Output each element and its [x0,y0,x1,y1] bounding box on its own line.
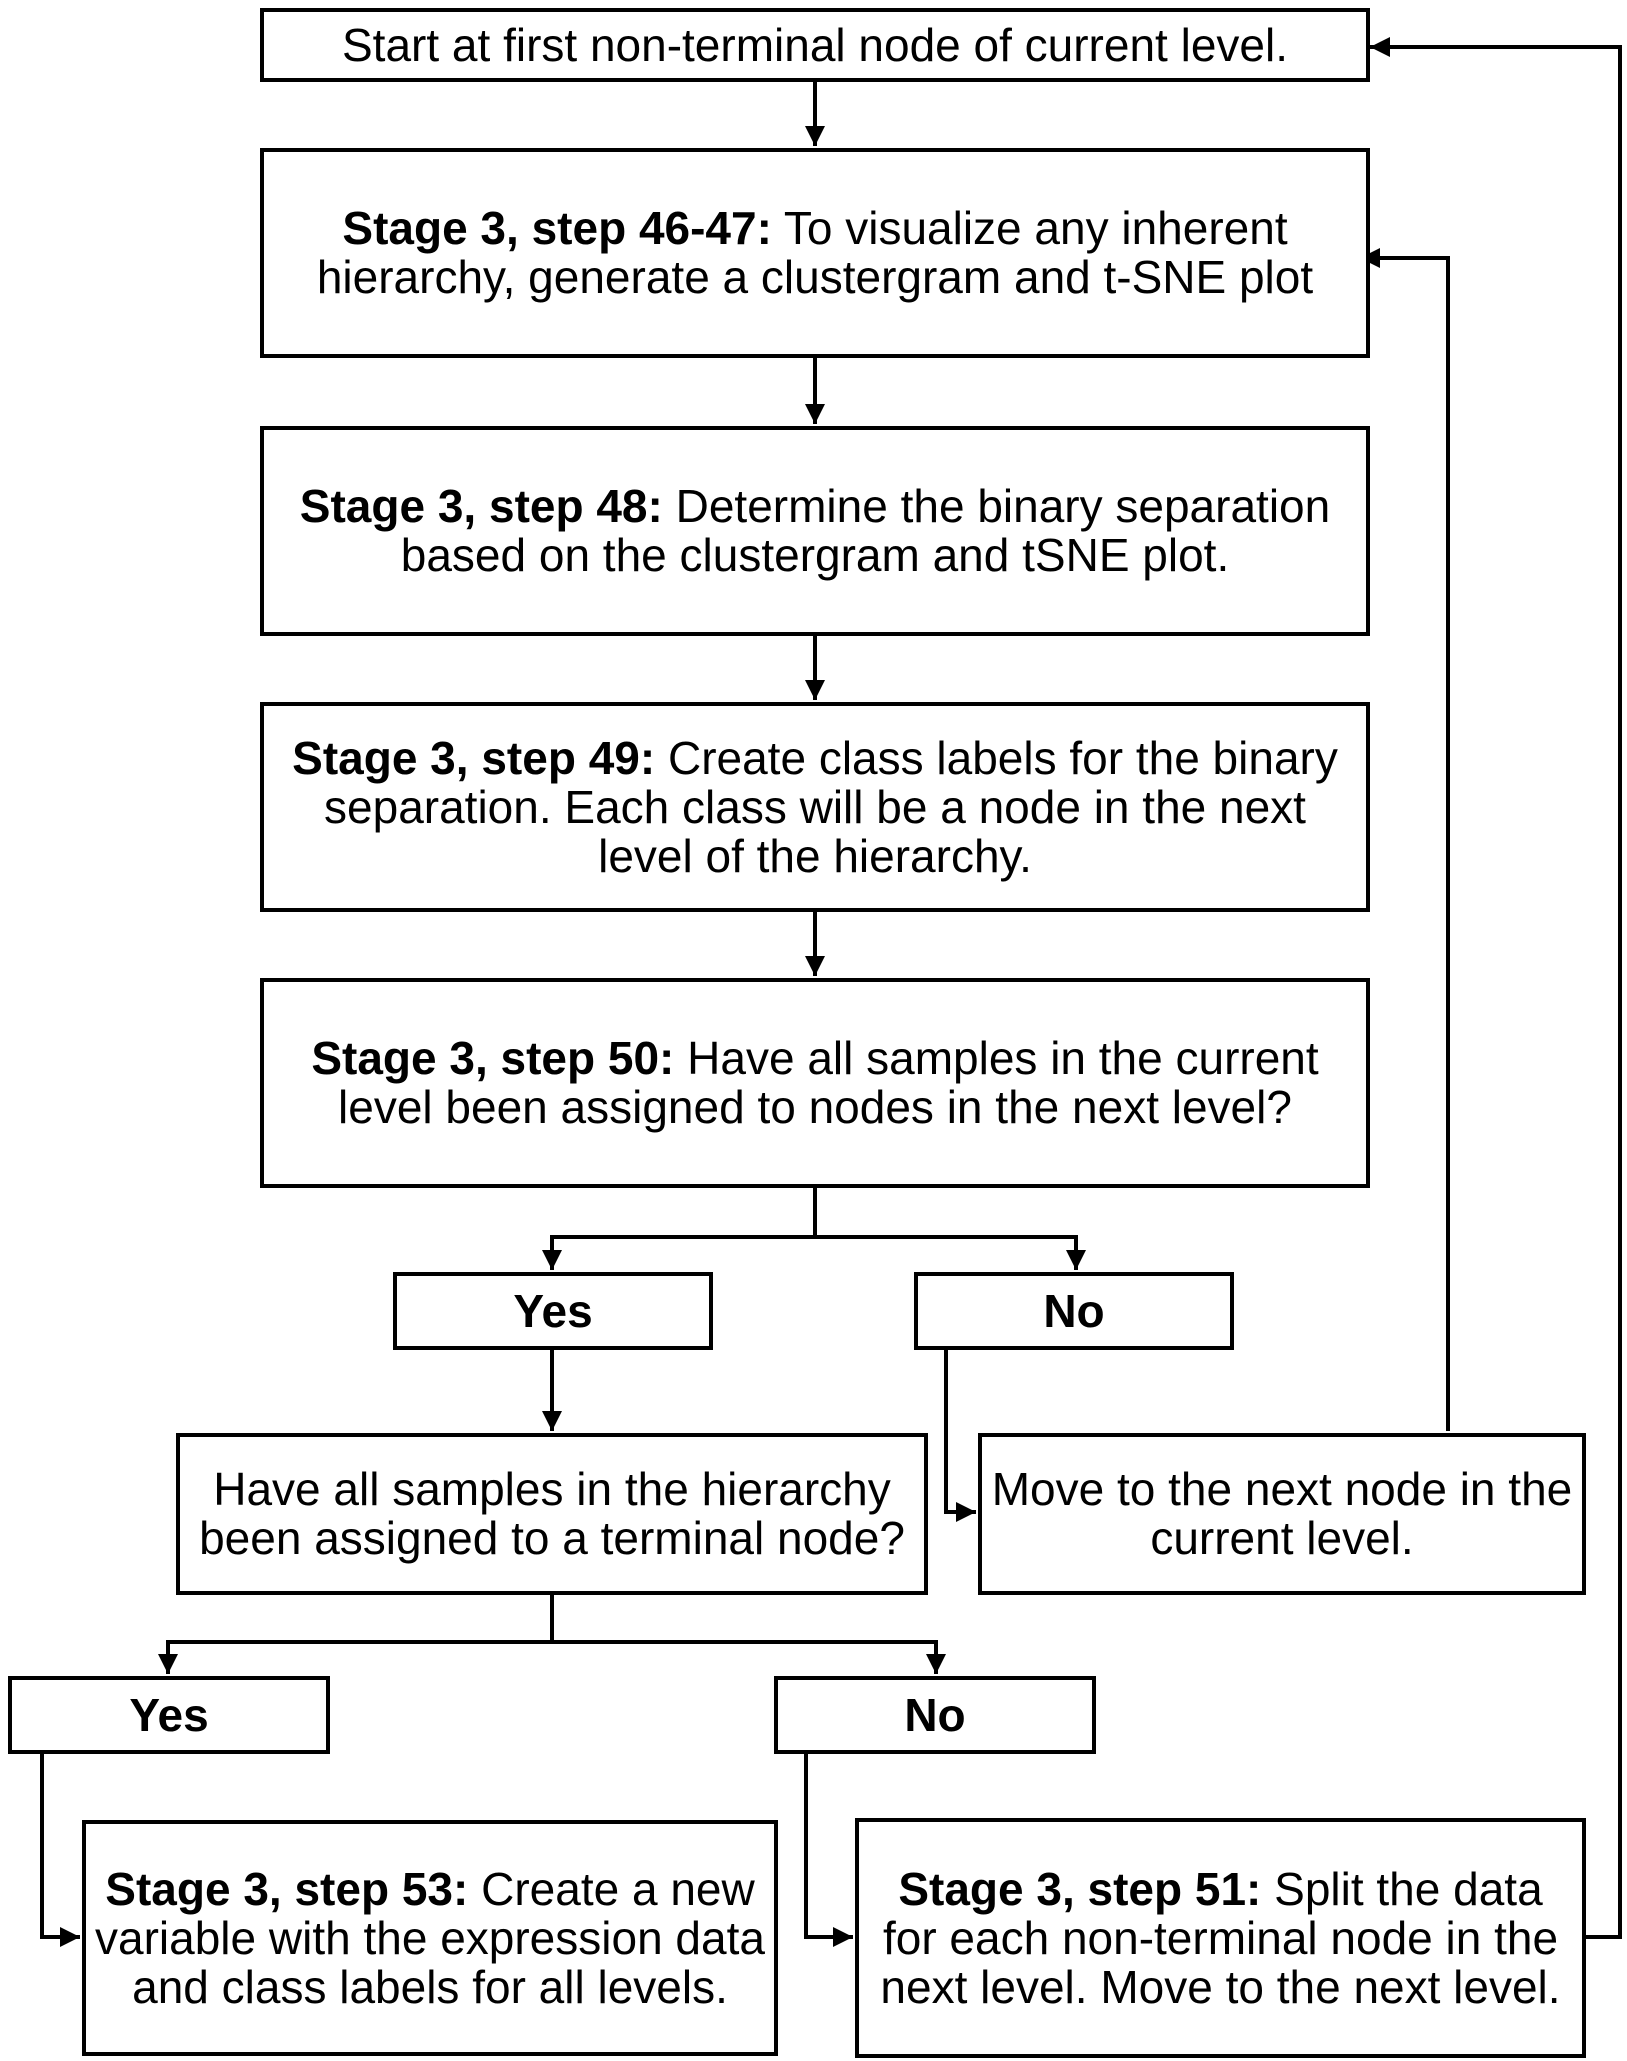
step51-text: Split the data for each non-terminal nod… [880,1862,1561,2013]
no2-box: No [774,1676,1096,1754]
no2-label: No [904,1688,966,1741]
move-next-node-box: Move to the next node in the current lev… [978,1433,1586,1595]
step49-box: Stage 3, step 49: Create class labels fo… [260,702,1370,912]
step49-text: Create class labels for the binary separ… [324,731,1338,882]
arrow-question-to-no2 [552,1640,946,1674]
yes1-box: Yes [393,1272,713,1350]
step53-text: Create a new variable with the expressio… [95,1862,765,2013]
arrow-no2-to-step51 [804,1754,853,1947]
step48-text: Determine the binary separation based on… [400,480,1331,581]
step51-label: Stage 3, step 51: [898,1862,1262,1915]
yes2-label: Yes [129,1688,209,1741]
arrow-yes2-to-step53 [40,1754,80,1947]
step50-box: Stage 3, step 50: Have all samples in th… [260,978,1370,1188]
arrow-move-next-to-step46 [1360,248,1450,1431]
step50-label: Stage 3, step 50: [311,1032,675,1084]
start-box: Start at first non-terminal node of curr… [260,8,1370,82]
arrow-step50-to-no1 [815,1235,1086,1270]
arrow-step50-to-yes1 [542,1188,817,1270]
yes1-label: Yes [513,1284,593,1337]
step48-label: Stage 3, step 48: [299,480,663,532]
hierarchy-question-box: Have all samples in the hierarchy been a… [176,1433,928,1595]
move-next-node-text: Move to the next node in the current lev… [991,1463,1573,1564]
arrow-step51-to-start [1370,37,1622,1939]
step46-text: To visualize any inherent hierarchy, gen… [316,202,1314,303]
step53-label: Stage 3, step 53: [105,1862,469,1915]
step46-box: Stage 3, step 46-47: To visualize any in… [260,148,1370,358]
no1-box: No [914,1272,1234,1350]
hierarchy-question-text: Have all samples in the hierarchy been a… [199,1463,905,1564]
no1-label: No [1043,1284,1105,1337]
yes2-box: Yes [8,1676,330,1754]
arrow-no1-to-move-next [944,1350,976,1522]
step48-box: Stage 3, step 48: Determine the binary s… [260,426,1370,636]
step49-label: Stage 3, step 49: [292,731,656,784]
start-text: Start at first non-terminal node of curr… [342,18,1288,71]
step51-box: Stage 3, step 51: Split the data for eac… [855,1818,1586,2058]
arrow-question-to-yes2 [158,1595,554,1674]
step50-text: Have all samples in the current level be… [338,1032,1319,1133]
step46-label: Stage 3, step 46-47: [342,202,772,254]
step53-box: Stage 3, step 53: Create a new variable … [82,1820,778,2056]
